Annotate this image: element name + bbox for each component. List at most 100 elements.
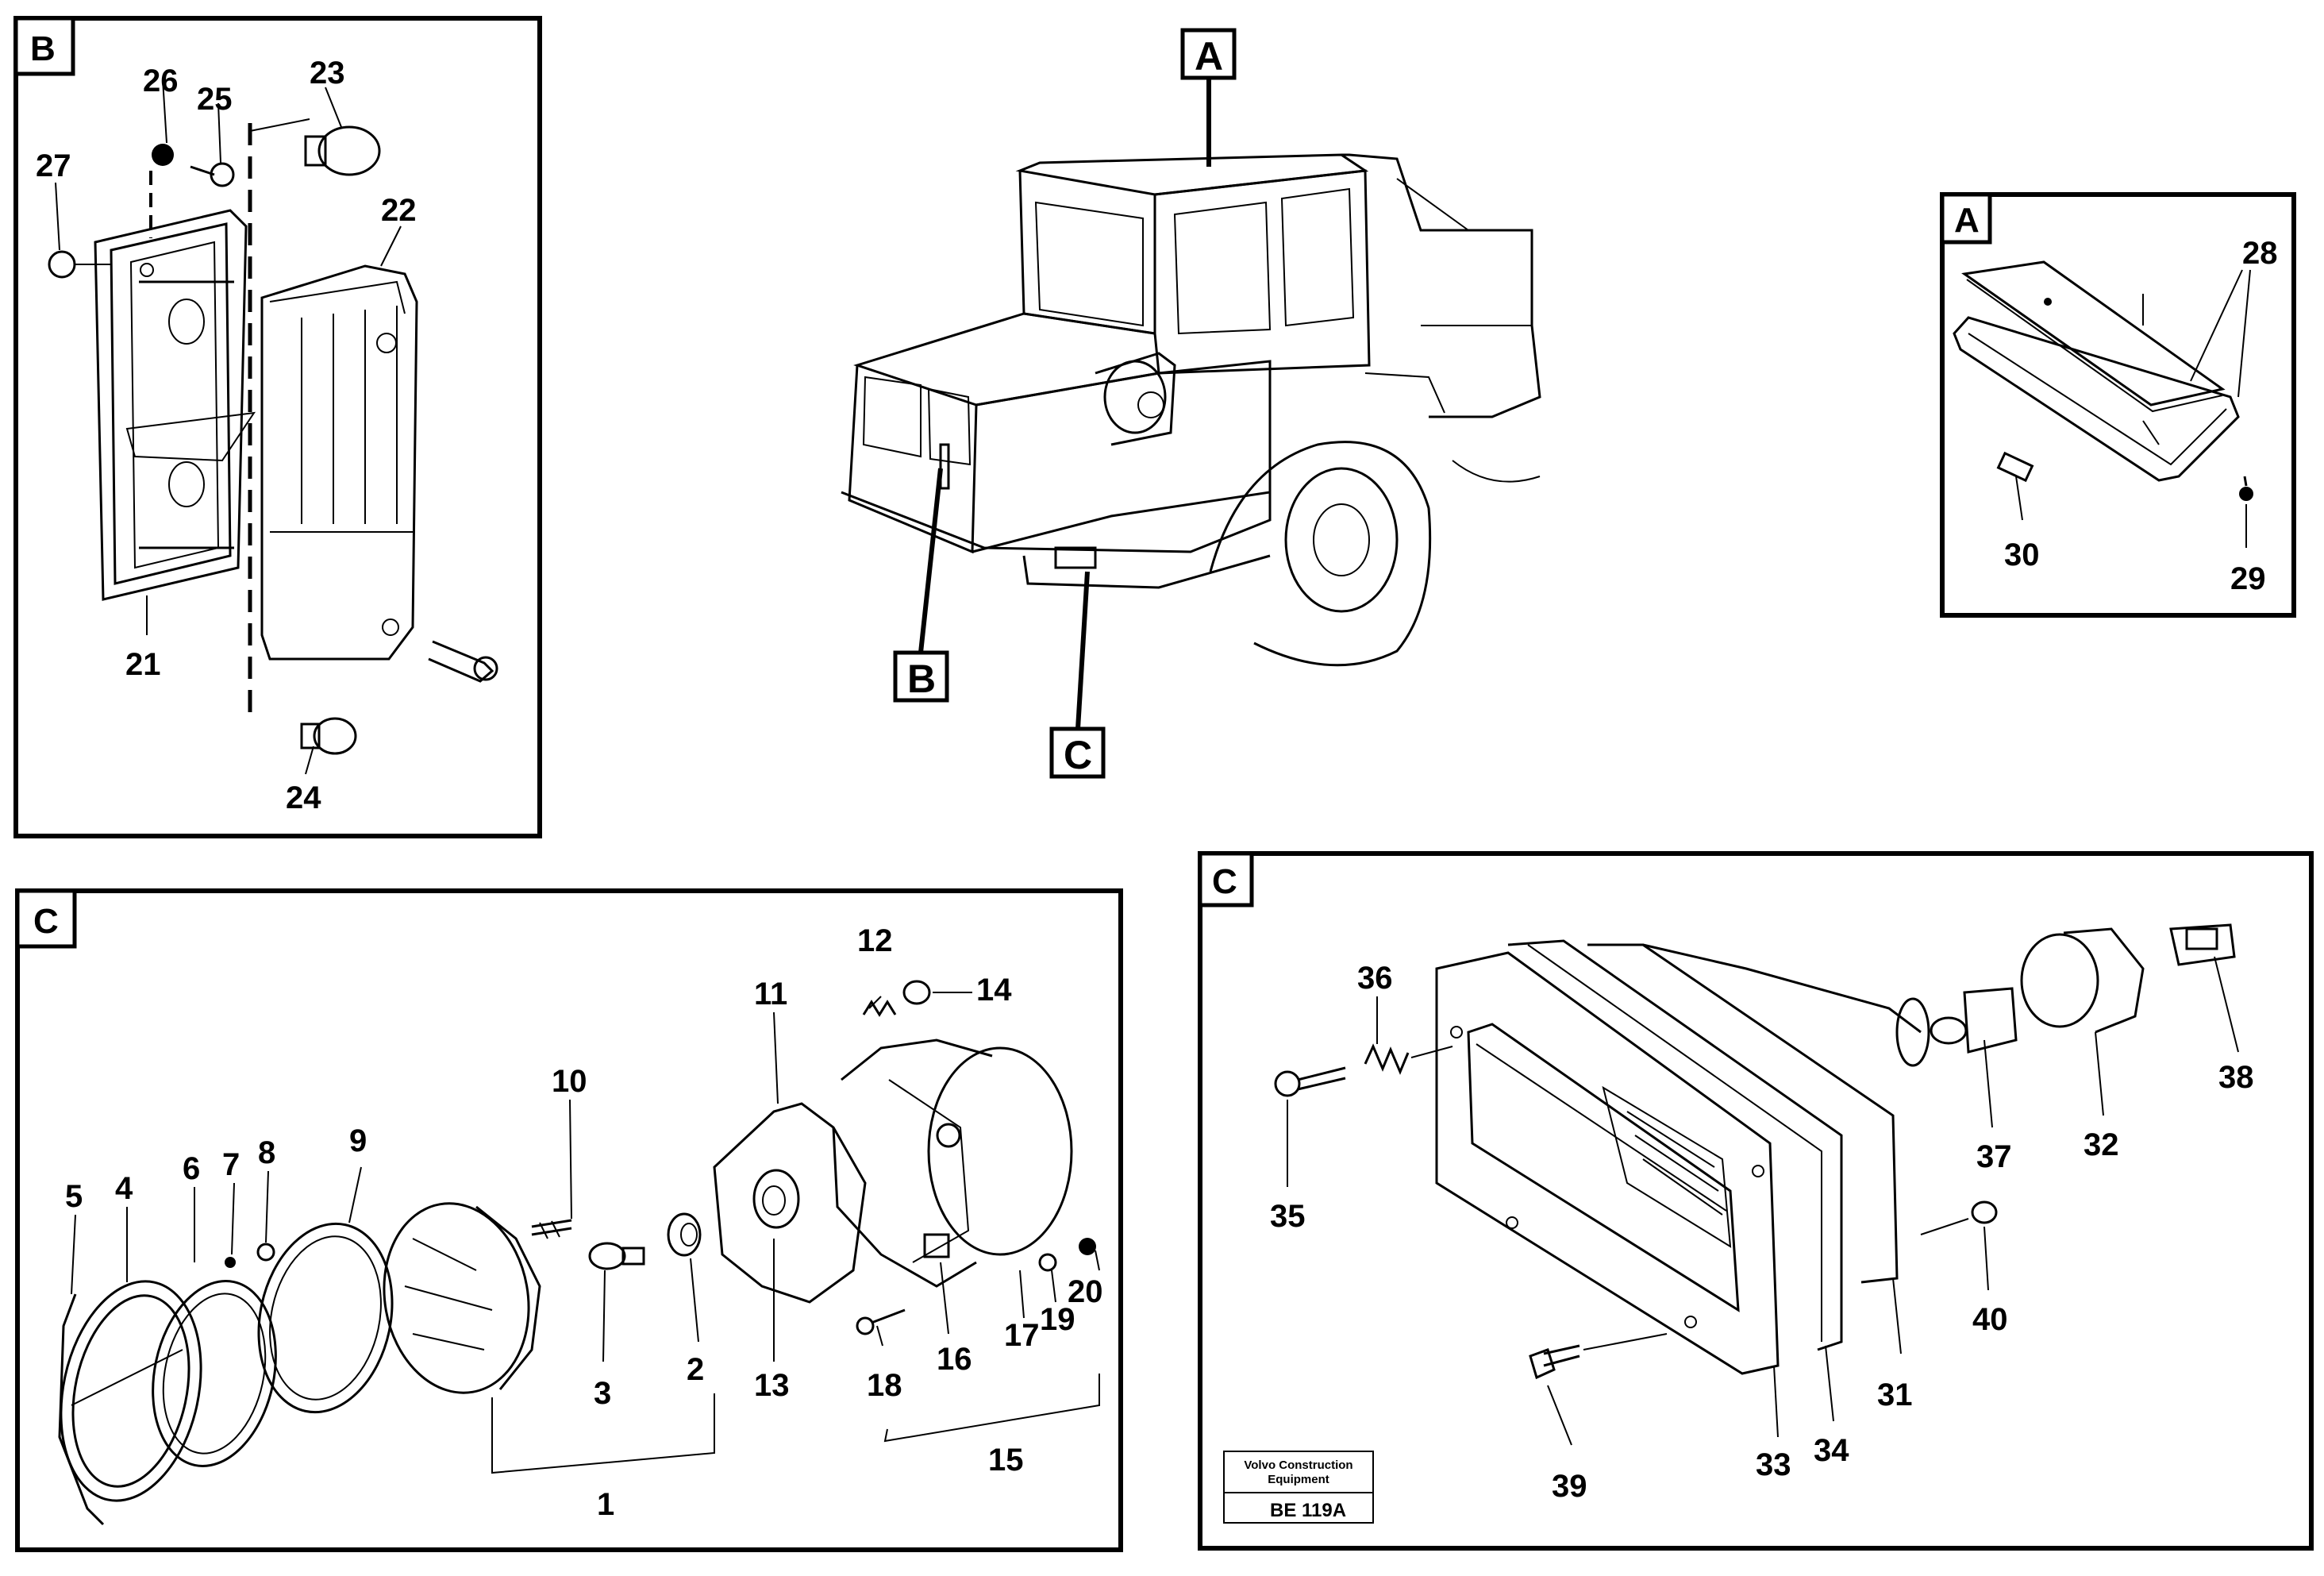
part-label-7: 7 [222, 1147, 240, 1182]
leader-26 [162, 79, 167, 144]
part-label-31: 31 [1877, 1378, 1913, 1412]
part-label-26: 26 [143, 64, 179, 98]
part-label-30: 30 [2004, 538, 2040, 572]
screw-icon [152, 144, 235, 187]
part-label-23: 23 [310, 56, 345, 91]
panel-c-right-tag-box [1198, 851, 1254, 907]
part-label-5: 5 [65, 1179, 83, 1214]
part-label-33: 33 [1756, 1447, 1791, 1482]
leader-11 [773, 1011, 779, 1104]
part-label-39: 39 [1552, 1469, 1587, 1504]
drawing-code: BE 119A [1270, 1500, 1346, 1521]
leader-2 [690, 1258, 699, 1343]
company-line2: Equipment [1268, 1473, 1329, 1486]
part-label-10: 10 [552, 1064, 587, 1099]
part-label-25: 25 [197, 82, 233, 117]
lamp-housing-drawing [94, 209, 256, 601]
callout-c: C [1064, 733, 1092, 777]
leader-32 [2095, 1031, 2104, 1116]
part-label-3: 3 [594, 1376, 611, 1411]
leader-20 [1095, 1250, 1100, 1271]
part-label-13: 13 [754, 1368, 790, 1403]
part-label-12: 12 [857, 923, 893, 958]
leader-7 [231, 1182, 235, 1255]
truck-drawing [841, 153, 1541, 667]
panel-c-left: C [15, 888, 1123, 1552]
part-label-1: 1 [597, 1487, 614, 1522]
part-label-22: 22 [381, 193, 417, 228]
callout-a-box [1180, 28, 1237, 80]
part-label-11: 11 [754, 977, 787, 1011]
leader-24 [305, 746, 314, 775]
round-headlamp-drawing [58, 980, 1096, 1526]
part-label-28: 28 [2242, 236, 2278, 271]
panel-c-left-frame [15, 888, 1123, 1552]
part-label-6: 6 [183, 1151, 200, 1186]
panel-c-left-tag-box [15, 888, 77, 949]
callout-b-leader [918, 468, 943, 653]
leader-38 [2214, 956, 2239, 1053]
part-label-15: 15 [988, 1443, 1024, 1478]
panel-b-tag-box [13, 16, 75, 76]
truck-overview: A B C [841, 28, 1541, 779]
bulb-23-icon [304, 125, 381, 176]
callout-c-box [1049, 726, 1106, 779]
panel-b-frame [13, 16, 542, 838]
nut-icon [48, 250, 111, 279]
part-label-29: 29 [2230, 561, 2266, 596]
panel-a-frame [1940, 192, 2296, 618]
part-label-14: 14 [976, 973, 1012, 1008]
panel-c-right: C [1198, 851, 2314, 1551]
leader [249, 118, 310, 132]
part-label-9: 9 [349, 1123, 367, 1158]
leader-31 [1892, 1277, 1902, 1354]
panel-a-tag: A [1954, 201, 1980, 240]
part-label-8: 8 [258, 1135, 275, 1170]
callout-a: A [1195, 34, 1223, 79]
part-label-37: 37 [1976, 1139, 2012, 1174]
part-label-4: 4 [115, 1171, 133, 1206]
leader-22 [380, 225, 402, 267]
part-label-35: 35 [1270, 1199, 1306, 1234]
leader-8 [265, 1170, 269, 1243]
leader-39 [1547, 1385, 1572, 1446]
part-label-17: 17 [1004, 1318, 1040, 1353]
lens-screw-icon [428, 640, 498, 683]
leader-9 [348, 1166, 362, 1223]
part-label-38: 38 [2218, 1060, 2254, 1095]
leader-34 [1825, 1345, 1834, 1422]
bracket-15 [883, 1374, 1100, 1443]
bracket-1 [491, 1393, 715, 1474]
title-block: Volvo Construction Equipment BE 119A [1223, 1451, 1374, 1524]
leader-19 [1051, 1270, 1056, 1303]
company-line1: Volvo Construction [1244, 1458, 1352, 1472]
panel-c-right-frame [1198, 851, 2314, 1551]
lamp-lens-drawing [260, 264, 418, 661]
interior-lamp-drawing [1953, 260, 2240, 482]
leader-40 [1983, 1226, 1989, 1291]
bulb-24-icon [300, 717, 357, 755]
leader-10 [569, 1099, 572, 1220]
screw-29-icon [2239, 476, 2253, 501]
panel-a-tag-box [1940, 192, 1992, 245]
panel-b-tag: B [30, 29, 56, 68]
part-label-2: 2 [687, 1352, 704, 1387]
bulb-30-icon [1996, 451, 2034, 483]
part-label-34: 34 [1814, 1433, 1849, 1468]
part-label-36: 36 [1357, 961, 1393, 996]
part-label-20: 20 [1068, 1274, 1103, 1309]
part-label-18: 18 [867, 1368, 902, 1403]
callout-b: B [907, 657, 936, 701]
part-label-27: 27 [36, 148, 71, 183]
leader-23 [325, 87, 342, 128]
leader-28a [2190, 269, 2243, 382]
title-block-frame [1223, 1451, 1374, 1524]
part-label-19: 19 [1040, 1302, 1075, 1337]
leader-33 [1773, 1365, 1779, 1438]
panel-c-right-tag: C [1212, 862, 1237, 901]
panel-a: A 28 30 29 [1940, 192, 2296, 618]
panel-c-left-tag: C [33, 902, 59, 941]
leader-3 [602, 1270, 606, 1362]
leader-25 [217, 102, 221, 164]
